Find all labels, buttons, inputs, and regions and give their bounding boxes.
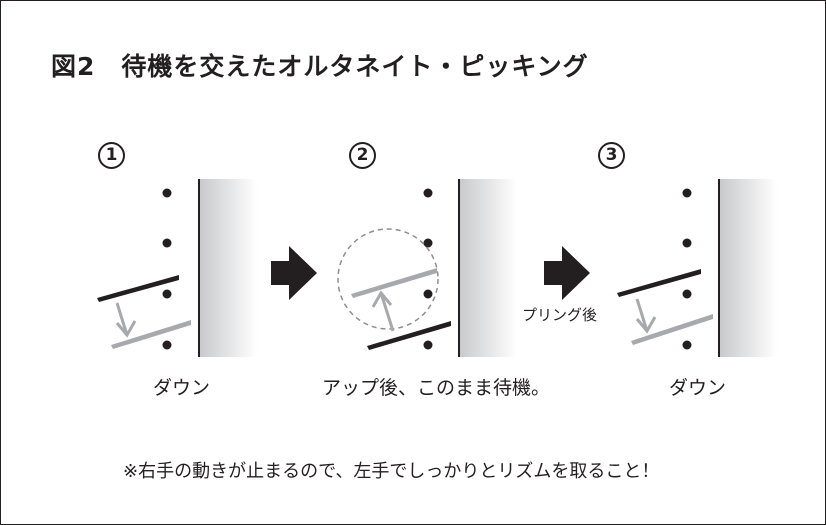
string-dot — [682, 289, 692, 299]
down-arrow-shaft — [635, 298, 649, 332]
footnote: ※右手の動きが止まるので、左手でしっかりとリズムを取ること！ — [123, 461, 660, 482]
guitar-body-edge — [719, 179, 777, 357]
next-arrow-1 — [271, 246, 317, 300]
string-dot — [162, 188, 172, 198]
pick-black — [617, 269, 701, 297]
down-arrow-shaft — [115, 302, 129, 336]
up-arrow-head — [371, 290, 393, 308]
step-3-caption: ダウン — [669, 377, 727, 399]
step-3-number: 3 — [598, 142, 625, 169]
figure-title: 図2 待機を交えたオルタネイト・ピッキング — [51, 52, 589, 81]
string-dot — [162, 289, 172, 299]
pick-gray — [111, 320, 191, 349]
pick-black — [367, 321, 451, 350]
pick-gray — [351, 268, 437, 298]
guitar-body-edge — [459, 179, 517, 357]
step-2-diagram — [337, 179, 517, 357]
up-arrow-shaft — [379, 292, 395, 332]
step-3-diagram — [617, 179, 777, 357]
pick-gray — [631, 314, 713, 345]
string-dot — [162, 238, 172, 248]
step-1-diagram — [97, 179, 257, 357]
pulling-label: プリング後 — [522, 304, 598, 325]
string-dot — [682, 340, 692, 350]
step-1-caption: ダウン — [153, 377, 211, 399]
string-dot — [423, 238, 433, 248]
string-dot — [162, 340, 172, 350]
step-2-number: 2 — [349, 142, 376, 169]
string-dot — [423, 188, 433, 198]
next-arrow-2 — [544, 246, 590, 300]
string-dot — [423, 289, 433, 299]
guitar-body-edge — [199, 179, 257, 357]
string-dot — [423, 340, 433, 350]
pick-black — [97, 275, 179, 302]
step-1-number: 1 — [98, 142, 125, 169]
wait-circle — [337, 228, 439, 330]
step-2-caption: アップ後、このまま待機。 — [322, 377, 551, 399]
down-arrow-head — [115, 320, 137, 338]
down-arrow-head — [635, 316, 657, 334]
string-dot — [682, 238, 692, 248]
string-dot — [682, 188, 692, 198]
